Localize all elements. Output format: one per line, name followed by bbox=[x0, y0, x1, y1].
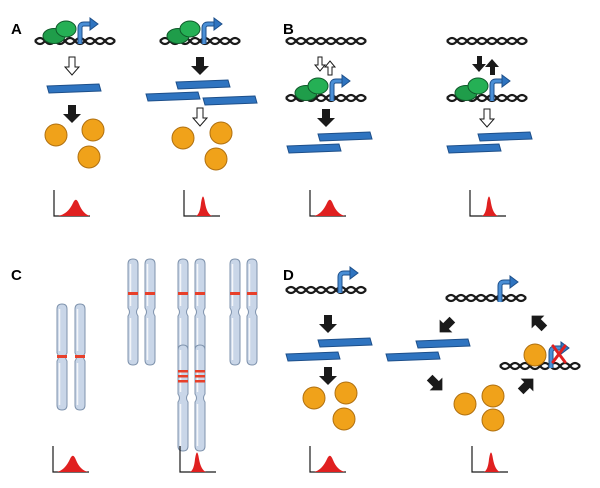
distribution-plot-icon bbox=[309, 446, 346, 473]
panel-d-negative-feedback bbox=[385, 276, 582, 473]
filled-arrow-icon bbox=[426, 374, 443, 391]
mrna-bar-icon bbox=[202, 95, 258, 106]
mrna-bar-icon bbox=[446, 143, 502, 154]
distribution-plot-icon bbox=[53, 190, 90, 217]
chromosome-icon bbox=[144, 258, 156, 366]
distribution-plot-icon bbox=[52, 446, 89, 473]
hollow-arrow-icon bbox=[192, 107, 208, 127]
protein-circle-icon bbox=[81, 118, 105, 142]
protein-circle-icon bbox=[209, 121, 233, 145]
repression-x-icon bbox=[551, 344, 567, 364]
panel-a-low-noise-gene bbox=[33, 18, 117, 217]
rna-polymerase-icon bbox=[166, 20, 201, 44]
distribution-plot-icon bbox=[183, 190, 220, 217]
filled-arrow-icon bbox=[517, 378, 534, 395]
chromosome-icon bbox=[177, 344, 189, 452]
chromosome-icon bbox=[229, 258, 241, 366]
protein-circle-icon bbox=[171, 126, 195, 150]
panel-b-fast-switching bbox=[445, 36, 533, 217]
mrna-bar-icon bbox=[46, 83, 102, 94]
protein-circle-icon bbox=[77, 145, 101, 169]
rna-polymerase-icon bbox=[42, 20, 77, 44]
protein-circle-icon bbox=[332, 407, 356, 431]
protein-circle-icon bbox=[453, 392, 477, 416]
repressed-gene bbox=[498, 342, 582, 369]
panel-b-slow-switching bbox=[284, 36, 373, 217]
rna-polymerase-icon bbox=[454, 77, 489, 101]
mrna-bar-icon bbox=[145, 91, 201, 102]
mrna-bar-icon bbox=[286, 143, 342, 154]
panel-label-d: D bbox=[283, 267, 294, 284]
panel-a-high-noise-gene bbox=[145, 18, 258, 217]
panel-label-a: A bbox=[11, 21, 22, 38]
panel-a bbox=[33, 18, 258, 217]
double-hollow-arrow-icon bbox=[313, 56, 337, 76]
protein-circle-icon bbox=[44, 123, 68, 147]
dna-helix-icon bbox=[284, 36, 368, 46]
mrna-bar-icon bbox=[385, 351, 441, 362]
chromosome-icon bbox=[194, 344, 206, 452]
distribution-plot-icon bbox=[471, 446, 508, 473]
protein-circle-icon bbox=[481, 384, 505, 408]
mrna-bar-icon bbox=[415, 338, 471, 349]
mrna-bar-icon bbox=[317, 337, 373, 348]
filled-arrow-icon bbox=[439, 316, 456, 333]
chromosome-icon bbox=[127, 258, 139, 366]
dna-helix-icon bbox=[444, 293, 528, 303]
mrna-bar-icon bbox=[317, 131, 373, 142]
filled-arrow-icon bbox=[531, 315, 548, 332]
filled-arrow-icon bbox=[317, 109, 335, 127]
filled-arrow-icon bbox=[319, 367, 337, 385]
distribution-plot-icon bbox=[179, 446, 216, 473]
double-filled-arrow-icon bbox=[472, 56, 499, 75]
protein-circle-icon bbox=[204, 147, 228, 171]
panel-d-no-feedback bbox=[284, 267, 373, 473]
rna-polymerase-icon bbox=[294, 77, 329, 101]
protein-circle-icon bbox=[302, 386, 326, 410]
mrna-bar-icon bbox=[175, 79, 231, 90]
dna-helix-icon bbox=[445, 36, 529, 46]
filled-arrow-icon bbox=[319, 315, 337, 333]
distribution-plot-icon bbox=[469, 190, 506, 217]
chromosome-pairs-population bbox=[127, 258, 258, 473]
panel-label-b: B bbox=[283, 21, 294, 38]
panel-d bbox=[284, 267, 582, 473]
mrna-bar-icon bbox=[477, 131, 533, 142]
hollow-arrow-icon bbox=[479, 108, 495, 128]
dna-helix-icon bbox=[284, 285, 368, 295]
mrna-bar-icon bbox=[285, 351, 341, 362]
filled-arrow-icon bbox=[63, 105, 81, 123]
filled-arrow-icon bbox=[191, 57, 209, 75]
distribution-plot-icon bbox=[309, 190, 346, 217]
chromosome-icon bbox=[246, 258, 258, 366]
chromosome-pair-single bbox=[52, 303, 89, 473]
protein-circle-icon bbox=[334, 381, 358, 405]
protein-circle-icon bbox=[523, 343, 547, 367]
panel-c bbox=[52, 258, 258, 473]
hollow-arrow-icon bbox=[64, 56, 80, 76]
panel-label-c: C bbox=[11, 267, 22, 284]
protein-circle-icon bbox=[481, 408, 505, 432]
panel-b bbox=[284, 36, 533, 217]
